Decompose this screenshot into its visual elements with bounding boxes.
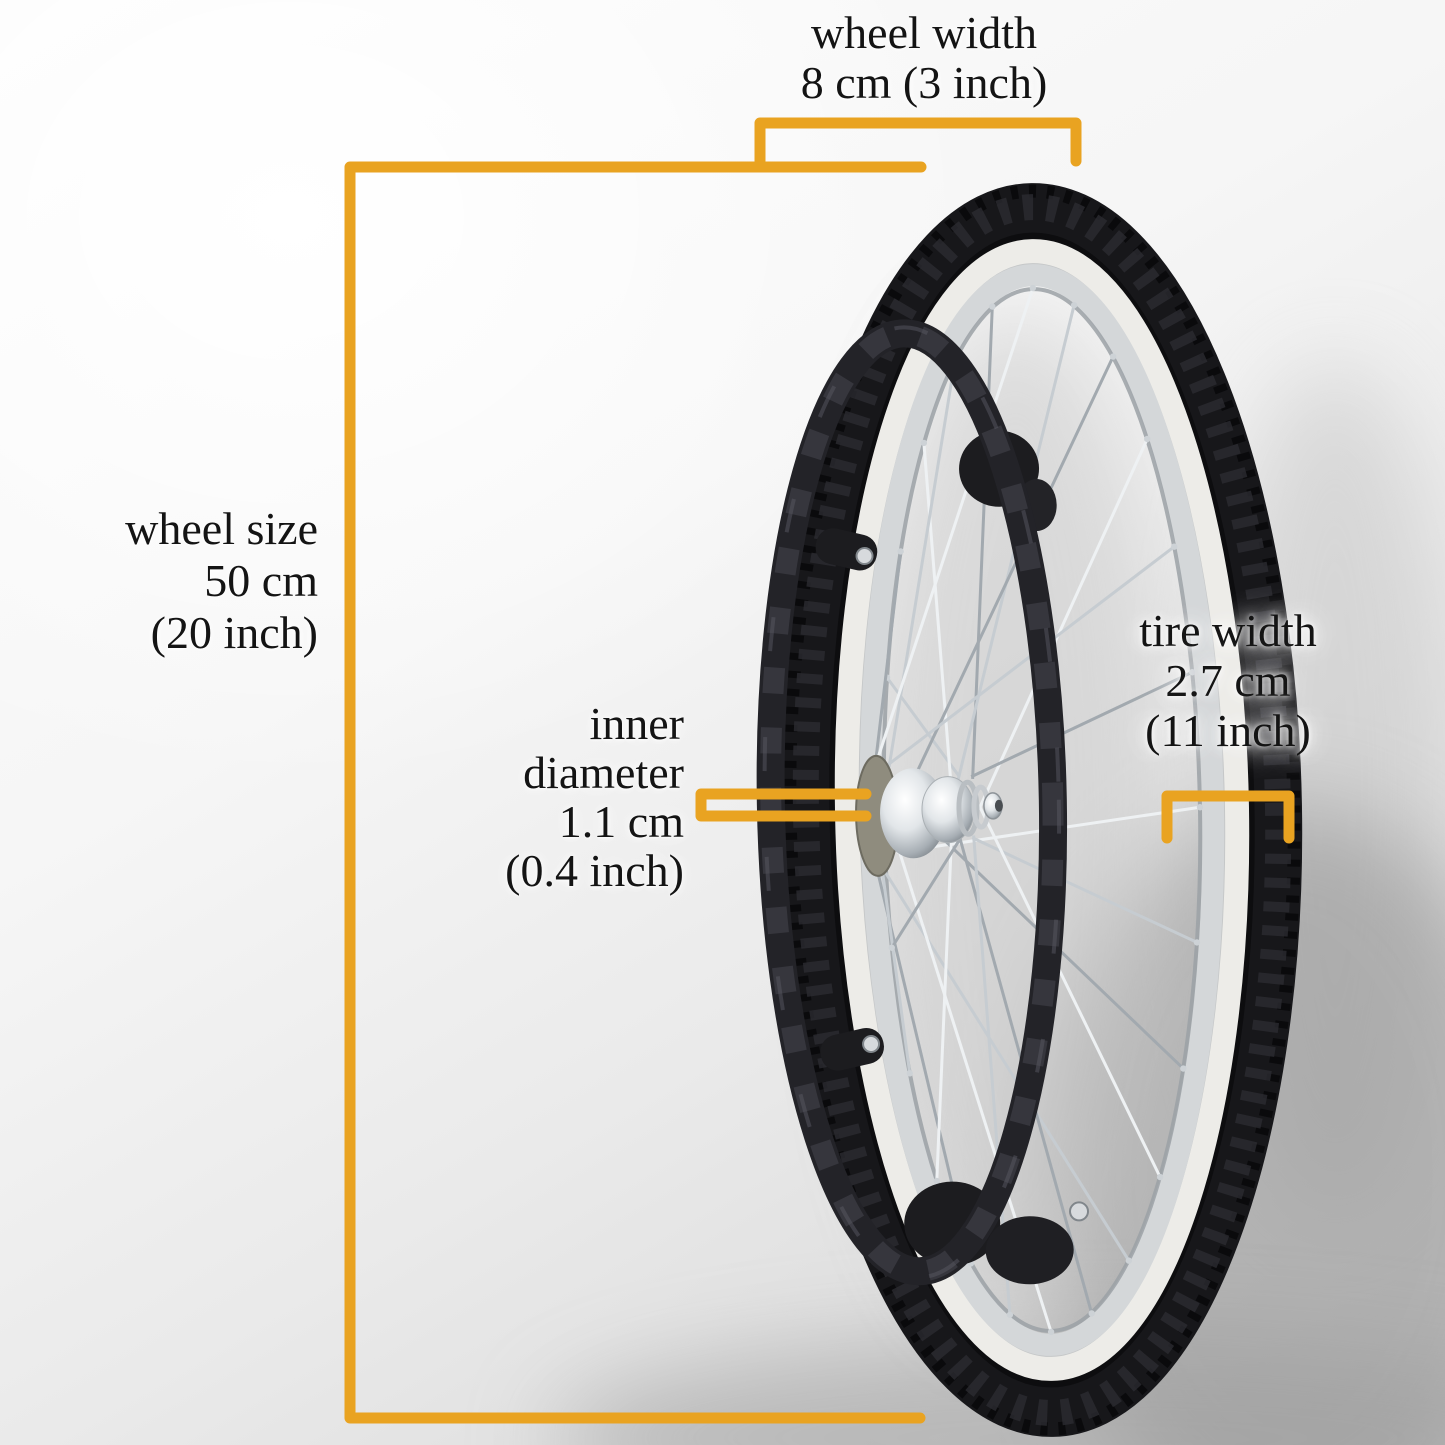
spoke-nipple [1180,1065,1187,1072]
inner-diameter-label-line1: inner [589,698,684,749]
spoke-nipple [1029,284,1037,292]
tire-width-label-line3: (11 inch) [1145,705,1311,756]
tire-width-label: tire width 2.7 cm (11 inch) [1028,606,1428,756]
wheel-size-label: wheel size 50 cm (20 inch) [125,503,318,659]
spoke [900,355,1115,806]
spoke [977,438,1149,810]
tire-width-bracket [1161,790,1295,844]
spoke-nipple [1193,939,1201,946]
spoke [887,359,957,768]
inner-diameter-label-line2: diameter [523,747,684,798]
spoke [971,836,1198,944]
wheel-width-label: wheel width 8 cm (3 inch) [674,8,1174,108]
spoke-nipple [933,1177,940,1185]
tire-width-label-line1: tire width [1139,605,1317,656]
handrim-grip-segments [760,322,1064,1282]
standoff-bolt [855,547,874,566]
spoke [922,442,955,810]
spoke-nipple [1125,1257,1133,1264]
spoke-nipple [906,1070,913,1077]
spoke-nipple [1144,435,1151,443]
wheel-width-bracket [754,117,1082,167]
spoke-nipple [1171,543,1178,550]
spoke [868,287,1035,783]
dimension-brackets [344,117,1295,1424]
handrim-highlight [762,325,1062,1280]
inner-diameter-label: inner diameter 1.1 cm (0.4 inch) [505,699,684,895]
spoke-nipple [1070,301,1078,309]
spoke [877,861,1131,1262]
wheel-size-label-line2: 50 cm [204,555,318,606]
spoke-nipple [1196,804,1204,811]
spoke [879,863,912,1074]
standoff-bolt [862,1035,881,1054]
spoke-nipple [1109,353,1117,360]
spoke [935,805,955,1182]
spoke-nipple [1047,1328,1055,1336]
spoke [890,837,962,949]
wheel-size-bracket [344,161,927,1424]
inner-diameter-label-line4: (0.4 inch) [505,845,684,896]
wheel-width-label-line1: wheel width [810,7,1038,58]
spoke [970,670,1193,779]
spoke-nipple [1189,669,1196,676]
spoke-nipple [897,548,904,555]
spoke-nipple [1006,1311,1014,1319]
axle-end [994,799,1003,812]
tire-width-label-line2: 2.7 cm [1165,655,1291,706]
wheel [756,183,1303,1437]
wheel-width-label-line2: 8 cm (3 inch) [800,57,1048,108]
wheel-size-label-line1: wheel size [125,503,318,554]
standoff-bottom-lug [985,1216,1074,1285]
tire-tread-blocks [792,194,1292,1426]
spoke-nipple [920,439,928,447]
handrim [756,319,1068,1286]
spoke [977,804,1162,1178]
spoke-nipple [888,944,895,951]
spoke-nipple [989,303,996,310]
spoke [971,306,994,779]
hub-rib [956,779,980,837]
spoke-nipple [1088,1310,1095,1317]
hub [855,754,1003,877]
inner-diameter-label-line3: 1.1 cm [558,796,684,847]
wheel-size-label-line3: (20 inch) [150,607,318,658]
spoke-nipple [1156,1173,1164,1181]
standoff-bolt [1069,1201,1090,1222]
inner-diameter-bracket [695,788,872,822]
